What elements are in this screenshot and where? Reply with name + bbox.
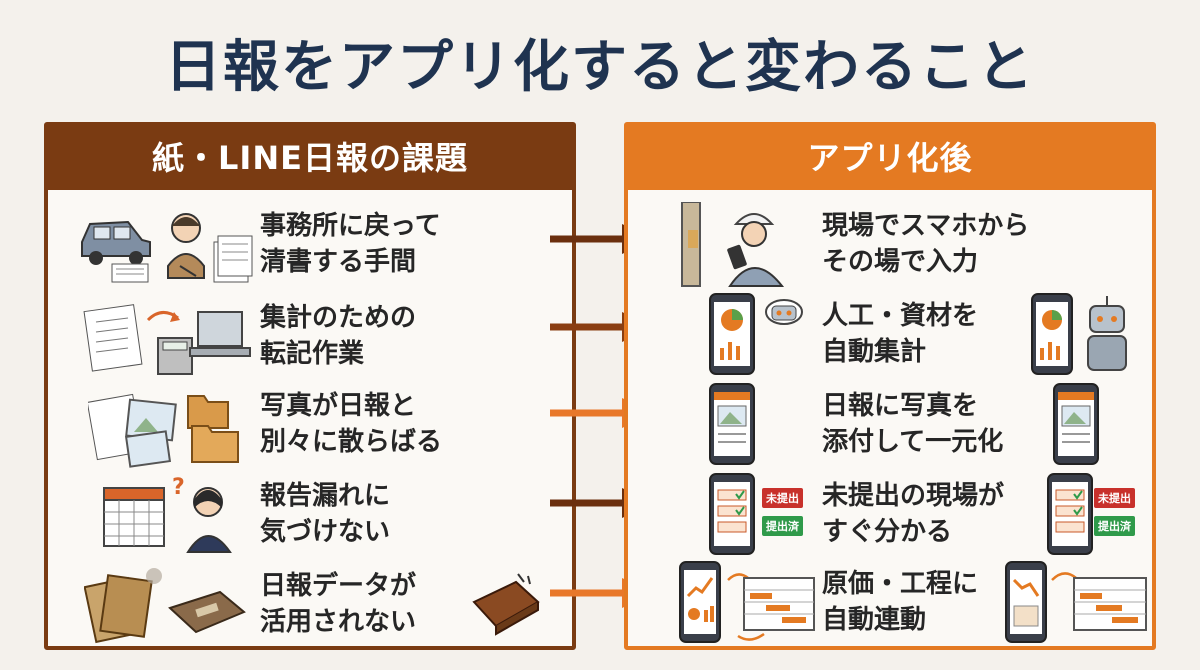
solution-text-4: 未提出の現場が すぐ分かる <box>822 481 1005 547</box>
paper-stack-icon <box>111 263 149 283</box>
phone-gantt-icon <box>679 561 815 643</box>
phone-checklist-icon <box>709 473 755 555</box>
phone-photo-icon-2 <box>1053 383 1099 465</box>
solution-row-2: 人工・資材を 自動集計 <box>628 292 1152 380</box>
phone-chart-robot-icon <box>709 293 803 375</box>
transcription-icon <box>83 304 251 375</box>
problem-text-2: 集計のための 転記作業 <box>260 303 417 369</box>
phone-robot-icon <box>1031 293 1127 375</box>
page-title: 日報をアプリ化すると変わること <box>165 35 1035 100</box>
phone-checklist-icon-2 <box>1047 473 1093 555</box>
solution-text-5: 原価・工程に 自動連動 <box>822 569 979 635</box>
problem-row-3: 写真が日報と 別々に散らばる <box>48 382 572 470</box>
laptop-icon <box>189 311 251 357</box>
solution-row-4: 未提出 提出済 未提出の現場が すぐ分かる 未提出 提出済 <box>628 472 1152 560</box>
problem-text-5: 日報データが 活用されない <box>260 571 417 637</box>
solution-text-3: 日報に写真を 添付して一元化 <box>822 391 1004 457</box>
closed-book-icon <box>472 573 540 636</box>
problem-row-5: 日報データが 活用されない <box>48 562 572 650</box>
calculator-icon <box>157 337 193 375</box>
solution-row-5: 原価・工程に 自動連動 <box>628 560 1152 648</box>
status-badges-2: 未提出 提出済 <box>1094 488 1135 544</box>
gantt-chart-icon <box>743 577 815 631</box>
scattered-photos-icon <box>88 393 239 468</box>
status-badges: 未提出 提出済 <box>762 488 803 544</box>
problems-heading: 紙・LINE日報の課題 <box>48 126 572 190</box>
problem-text-4: 報告漏れに 気づけない <box>260 481 391 547</box>
missed-report-icon: ? <box>103 475 232 553</box>
submitted-badge-2: 提出済 <box>1094 516 1135 536</box>
calendar-icon <box>103 487 165 547</box>
question-mark-icon: ? <box>172 475 185 500</box>
worker-phone-icon <box>681 202 785 287</box>
problem-row-1: 事務所に戻って 清書する手間 <box>48 202 572 290</box>
folder-icon <box>187 395 239 463</box>
problem-text-1: 事務所に戻って 清書する手間 <box>260 211 441 277</box>
unsubmitted-badge: 未提出 <box>762 488 803 508</box>
submitted-badge: 提出済 <box>762 516 803 536</box>
phone-gantt-icon-2 <box>1005 561 1147 643</box>
photo-icon <box>124 398 177 468</box>
unused-data-icon <box>84 568 246 644</box>
phone-photo-icon <box>709 383 755 465</box>
phone-chart-icon <box>709 293 755 375</box>
solution-row-3: 日報に写真を 添付して一元化 <box>628 382 1152 470</box>
dusty-files-icon <box>84 568 162 644</box>
problem-row-2: 集計のための 転記作業 <box>48 294 572 382</box>
car-icon <box>81 220 151 265</box>
solutions-heading: アプリ化後 <box>628 126 1152 190</box>
solution-row-1: 現場でスマホから その場で入力 <box>628 202 1152 290</box>
unsubmitted-badge-2: 未提出 <box>1094 488 1135 508</box>
robot-icon <box>765 299 803 325</box>
solutions-panel: アプリ化後 現場でスマホから その場で入力 <box>624 122 1156 650</box>
problem-row-4: ? 報告漏れに 気づけない <box>48 472 572 560</box>
checklist-icon <box>83 304 143 372</box>
worried-man-icon <box>167 213 205 279</box>
problem-text-3: 写真が日報と 別々に散らばる <box>260 391 443 457</box>
confused-woman-icon <box>186 487 232 553</box>
old-book-icon <box>168 590 246 634</box>
problems-panel: 紙・LINE日報の課題 <box>44 122 576 650</box>
solution-text-1: 現場でスマホから その場で入力 <box>822 211 1030 277</box>
car-and-worker-icon <box>81 213 253 283</box>
solution-text-2: 人工・資材を 自動集計 <box>822 301 979 367</box>
document-pile-icon <box>213 235 253 283</box>
